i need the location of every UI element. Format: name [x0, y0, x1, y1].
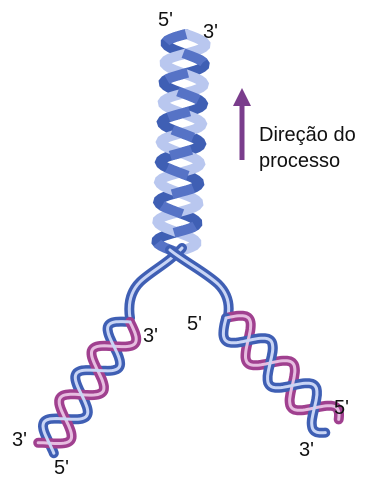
left-parental-strand-highlight — [41, 320, 132, 455]
label-left-3prime-lower: 3' — [12, 429, 27, 451]
label-top-3prime: 3' — [203, 21, 218, 43]
direction-arrow — [233, 88, 251, 160]
label-top-5prime: 5' — [158, 9, 173, 31]
label-right-5prime-upper: 5' — [187, 313, 202, 335]
parental-strand-b — [152, 29, 211, 257]
left-daughter-helix — [33, 316, 142, 459]
label-left-5prime-lower: 5' — [54, 457, 69, 479]
fork-strand-left-highlight — [127, 246, 184, 320]
label-right-3prime-lower: 3' — [299, 439, 314, 461]
fork-strand-right-highlight — [168, 248, 231, 318]
right-parental-strand — [218, 313, 331, 438]
direction-label: Direção do processo — [259, 122, 356, 174]
label-left-3prime-upper: 3' — [143, 325, 158, 347]
right-parental-strand-highlight — [221, 316, 327, 435]
fork-junction — [124, 243, 234, 323]
right-daughter-helix — [218, 310, 344, 438]
left-new-strand — [33, 317, 142, 449]
direction-label-line2: processo — [259, 150, 341, 172]
fork-strand-right — [165, 245, 234, 321]
parental-strand-a — [151, 29, 210, 257]
left-parental-strand — [37, 316, 135, 459]
right-new-strand — [221, 310, 344, 425]
left-new-strand-highlight — [36, 320, 138, 445]
label-right-5prime-lower: 5' — [334, 397, 349, 419]
parental-double-helix — [151, 29, 211, 257]
direction-label-line1: Direção do — [259, 124, 356, 146]
